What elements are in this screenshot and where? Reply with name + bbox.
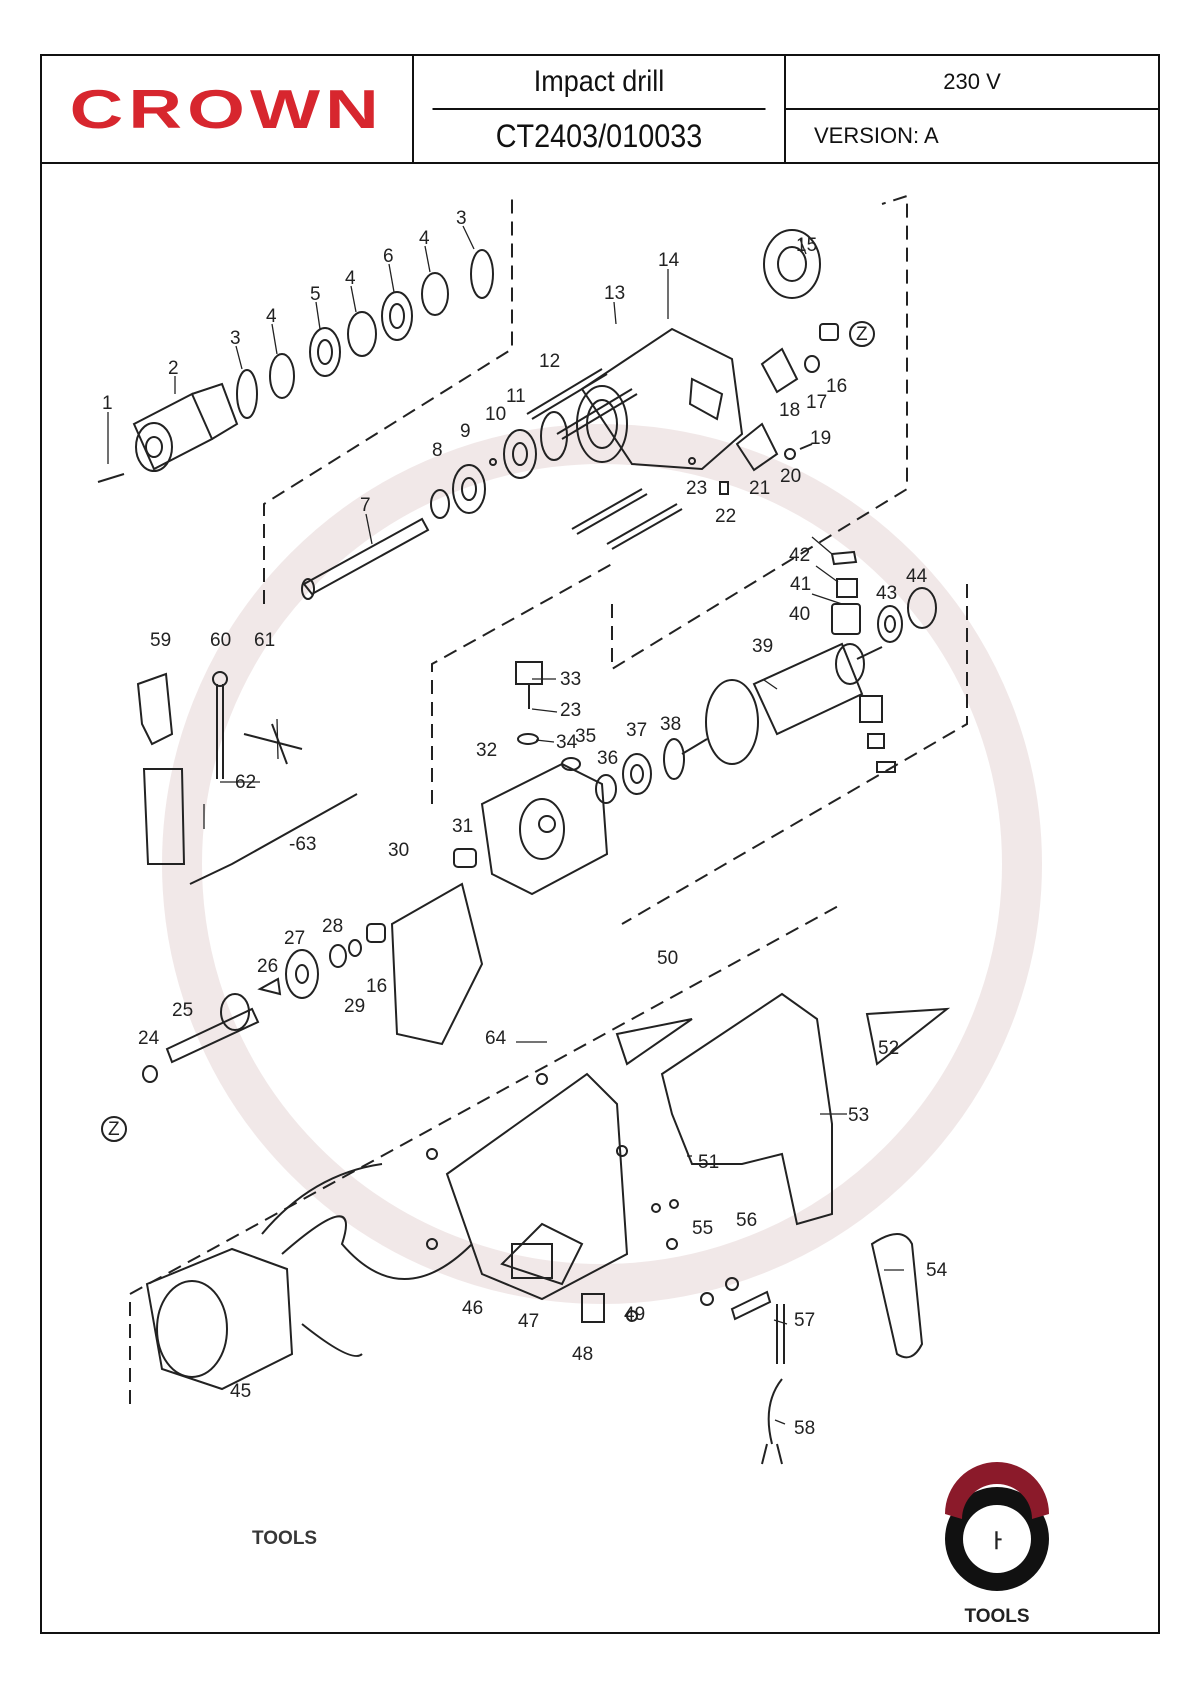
callout-49: 49 <box>624 1304 645 1325</box>
version-label: VERSION: A <box>814 123 939 148</box>
callout-58: 58 <box>794 1418 815 1439</box>
callout-34: 34 <box>556 732 578 753</box>
callout-35: 35 <box>575 726 596 747</box>
callout-39: 39 <box>752 636 773 657</box>
callout-36: 36 <box>597 748 618 769</box>
callout-40: 40 <box>789 604 810 625</box>
callout-20: 20 <box>780 466 801 487</box>
callout-47: 47 <box>518 1311 539 1332</box>
drawing-frame: CROWN Impact drill CT2403/010033 230 V V… <box>40 54 1160 1634</box>
callout-3a: 3 <box>230 328 241 349</box>
callout-11: 11 <box>506 386 526 407</box>
title-block: CROWN Impact drill CT2403/010033 230 V V… <box>42 56 1158 164</box>
callout-30: 30 <box>388 840 409 861</box>
callout-38: 38 <box>660 714 681 735</box>
model-number: CT2403/010033 <box>495 117 703 154</box>
callout-54: 54 <box>926 1260 948 1281</box>
callout-16a: 16 <box>826 376 847 397</box>
callout-25: 25 <box>172 1000 193 1021</box>
armature <box>681 642 883 765</box>
callout-46: 46 <box>462 1298 483 1319</box>
callout-32: 32 <box>476 740 497 761</box>
callout-1: 1 <box>102 393 113 414</box>
callout-41: 41 <box>790 574 811 595</box>
marker-z-bottom: Z <box>108 1119 120 1140</box>
callout-13: 13 <box>604 283 625 304</box>
callout-16b: 16 <box>366 976 387 997</box>
callout-33: 33 <box>560 669 581 690</box>
product-title: Impact drill <box>432 56 766 110</box>
callout-4a: 4 <box>266 306 277 327</box>
callout-60: 60 <box>210 630 231 651</box>
callout-53: 53 <box>848 1105 869 1126</box>
callout-42: 42 <box>789 545 810 566</box>
callout-14: 14 <box>658 250 680 271</box>
callout-10: 10 <box>485 404 506 425</box>
callout-51: 51 <box>698 1152 719 1173</box>
callout-6: 6 <box>383 246 394 267</box>
callout-59: 59 <box>150 630 171 651</box>
callout-23a: 23 <box>686 478 707 499</box>
callout-17: 17 <box>806 392 827 413</box>
callout-27: 27 <box>284 928 305 949</box>
callout-62: 62 <box>235 772 256 793</box>
callout-7: 7 <box>360 495 371 516</box>
callout-12: 12 <box>539 351 560 372</box>
callout-64: 64 <box>485 1028 507 1049</box>
callout-29: 29 <box>344 996 365 1017</box>
callout-31: 31 <box>452 816 473 837</box>
callout-2: 2 <box>168 358 179 379</box>
tools-logo-text: TOOLS <box>964 1606 1029 1627</box>
intermediate-housing <box>480 762 609 896</box>
callout-8: 8 <box>432 440 443 461</box>
callout-63: -63 <box>289 834 316 855</box>
callout-9: 9 <box>460 421 471 442</box>
right-housing <box>660 992 833 1226</box>
callout-26: 26 <box>257 956 278 977</box>
callout-21: 21 <box>749 478 770 499</box>
brand-cell: CROWN <box>42 56 414 162</box>
exploded-view: TOOLS <box>42 164 1158 1634</box>
title-cell: Impact drill CT2403/010033 <box>414 56 786 162</box>
callout-19: 19 <box>810 428 831 449</box>
callout-55: 55 <box>692 1218 713 1239</box>
watermark-text: TOOLS <box>252 1528 317 1549</box>
stator <box>145 1163 473 1391</box>
callout-50: 50 <box>657 948 678 969</box>
callout-4c: 4 <box>419 228 430 249</box>
callout-43: 43 <box>876 583 897 604</box>
exploded-view-svg: TOOLS <box>97 194 1049 1627</box>
callout-57: 57 <box>794 1310 815 1331</box>
callout-56: 56 <box>736 1210 757 1231</box>
spec-cell: 230 V VERSION: A <box>786 56 1158 162</box>
callout-52: 52 <box>878 1038 899 1059</box>
callout-3b: 3 <box>456 208 467 229</box>
marker-z-top: Z <box>856 324 868 345</box>
callout-37: 37 <box>626 720 647 741</box>
callout-23b: 23 <box>560 700 581 721</box>
callout-45: 45 <box>230 1381 251 1402</box>
chuck <box>97 382 239 483</box>
callout-18: 18 <box>779 400 800 421</box>
callout-61: 61 <box>254 630 275 651</box>
voltage-label: 230 V <box>786 56 1158 110</box>
callout-15: 15 <box>796 235 817 256</box>
callout-44: 44 <box>906 566 928 587</box>
callout-4b: 4 <box>345 268 356 289</box>
callout-5: 5 <box>310 284 321 305</box>
callout-28: 28 <box>322 916 343 937</box>
tools-logo-mark: ㅏ <box>988 1530 1005 1552</box>
callout-24: 24 <box>138 1028 160 1049</box>
callout-48: 48 <box>572 1344 593 1365</box>
callout-labels: 1 2 3 3 4 4 4 5 6 7 8 9 10 11 12 13 14 1… <box>102 208 948 1439</box>
tools-logo: ㅏ TOOLS <box>945 1462 1049 1627</box>
brand-logo: CROWN <box>69 78 385 140</box>
callout-22: 22 <box>715 506 736 527</box>
